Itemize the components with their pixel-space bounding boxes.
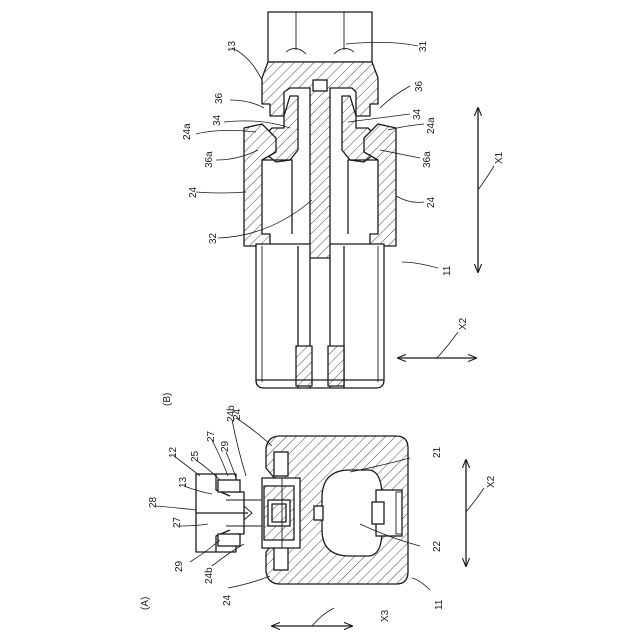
label-27-bottom: 27	[172, 516, 183, 528]
label-x2-a: X2	[486, 475, 497, 488]
label-24-left-b: 24	[188, 186, 199, 198]
label-25: 25	[190, 450, 201, 462]
label-13-b: 13	[227, 40, 238, 52]
label-29-top: 29	[220, 440, 231, 452]
label-24b-top: 24b	[226, 405, 237, 422]
wall-24-left	[244, 124, 276, 246]
label-22: 22	[432, 540, 443, 552]
label-24-bottom-a: 24	[222, 594, 233, 606]
label-21: 21	[432, 446, 443, 458]
label-24a-right: 24a	[426, 117, 437, 134]
label-13-a: 13	[178, 476, 189, 488]
label-36-right: 36	[414, 80, 425, 92]
label-fig-b: (B)	[162, 393, 173, 406]
label-x2-b: X2	[458, 317, 469, 330]
label-32: 32	[208, 232, 219, 244]
label-36a-right: 36a	[422, 151, 433, 168]
label-24-right-b: 24	[426, 196, 437, 208]
label-11-b: 11	[442, 265, 453, 276]
label-fig-a: (A)	[140, 597, 151, 610]
cavity	[313, 80, 327, 91]
figure-b	[196, 12, 494, 388]
wall-24-right	[364, 124, 396, 246]
label-34-left: 34	[212, 114, 223, 126]
label-x3: X3	[380, 609, 391, 622]
mating-housing-top	[268, 12, 372, 62]
label-36a-left: 36a	[204, 151, 215, 168]
label-12: 12	[168, 446, 179, 458]
label-24b-bottom: 24b	[204, 567, 215, 584]
label-11-a: 11	[434, 599, 445, 610]
label-x1: X1	[494, 151, 505, 164]
label-24a-left: 24a	[182, 123, 193, 140]
label-29-bottom: 29	[174, 560, 185, 572]
label-31: 31	[418, 40, 429, 52]
label-27-top: 27	[206, 430, 217, 442]
label-28: 28	[148, 496, 159, 508]
label-34-right: 34	[412, 108, 423, 120]
label-36-left: 36	[214, 92, 225, 104]
housing-11-lower	[256, 246, 384, 388]
